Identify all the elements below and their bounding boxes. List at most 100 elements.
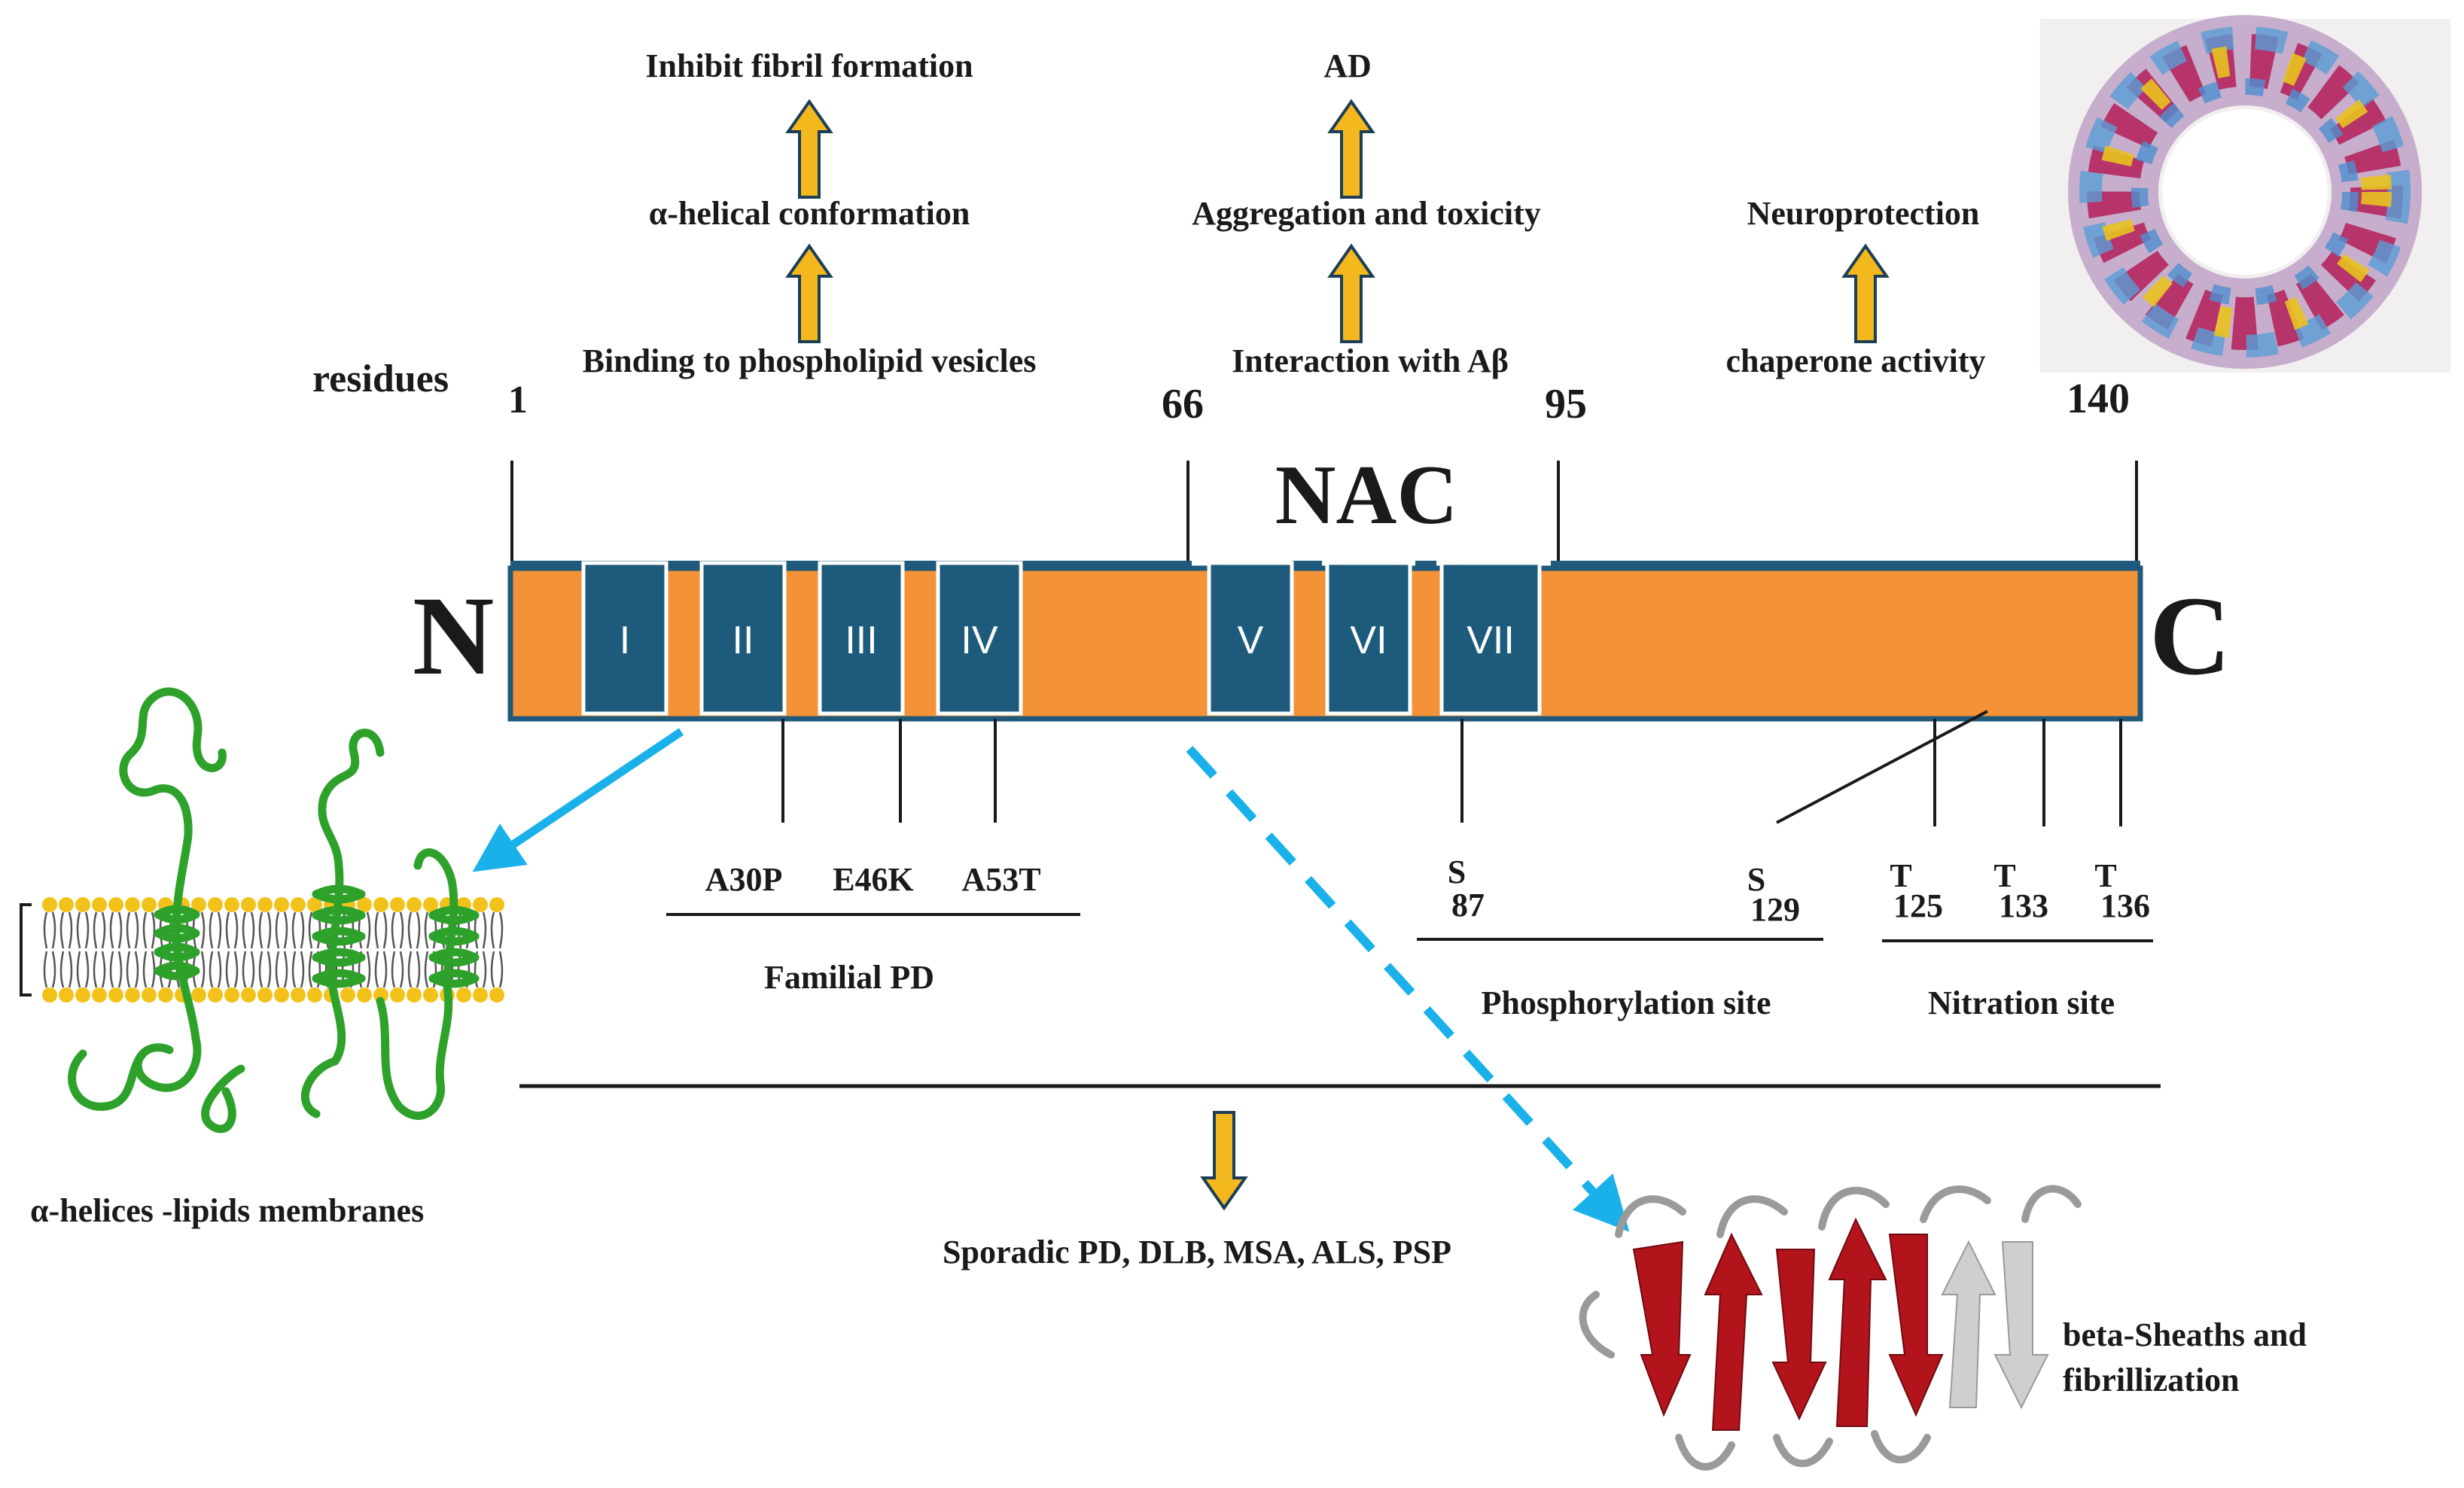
down-arrow-icon (1200, 1111, 1248, 1211)
up-arrow-icon (785, 243, 833, 343)
beta-sheets-label-line2: fibrillization (2063, 1362, 2240, 1398)
label-chaperone: chaperone activity (1725, 342, 1985, 379)
lipid-head (257, 897, 273, 912)
beta-sheets-label-line1: beta-Sheaths and (2063, 1316, 2307, 1353)
lipid-head (390, 897, 405, 912)
lipid-tail (225, 911, 239, 949)
lipid-head (42, 987, 57, 1003)
lipid-head (489, 987, 504, 1003)
svg-text:II: II (732, 619, 754, 662)
residue-140: 140 (2067, 376, 2130, 422)
site-t136-number: 136 (2100, 887, 2150, 924)
nac-label: NAC (1275, 449, 1458, 542)
lipid-tail (142, 951, 156, 988)
lipid-tail (59, 951, 73, 988)
lipid-head (307, 987, 322, 1003)
svg-text:VII: VII (1467, 619, 1515, 662)
lipid-tail (275, 911, 288, 949)
up-arrow-icon (1327, 99, 1375, 199)
lipid-tail (291, 951, 305, 988)
label-ad: AD (1323, 47, 1372, 84)
lipid-tail (209, 951, 222, 988)
residue-ticks (510, 461, 2138, 561)
nitration-ticks (1882, 719, 2153, 942)
mutation-e46k: E46K (833, 861, 914, 898)
site-t125-letter: T (1890, 857, 1911, 894)
label-neuroprotection: Neuroprotection (1747, 195, 1980, 232)
nitration-label: Nitration site (1928, 984, 2115, 1021)
lipid-head (108, 897, 123, 912)
label-binding-vesicles: Binding to phospholipid vesicles (583, 342, 1037, 379)
lipid-tail (374, 951, 388, 988)
residue-1: 1 (508, 379, 528, 421)
lipid-head (92, 897, 107, 912)
lipid-head (423, 897, 438, 912)
lipid-head (125, 897, 140, 912)
lipid-tail (126, 951, 139, 988)
lipid-tail (225, 951, 239, 988)
lipid-tail (407, 911, 421, 949)
lipid-head (357, 987, 372, 1003)
lipid-head (456, 987, 471, 1003)
lipid-tail (109, 911, 123, 949)
lipid-head (274, 987, 289, 1003)
lipid-head (75, 897, 90, 912)
lipid-head (373, 897, 388, 912)
svg-text:V: V (1238, 619, 1264, 662)
lipid-head (108, 987, 123, 1003)
site-s87-number: 87 (1451, 887, 1485, 924)
site-s87-letter: S (1448, 854, 1466, 890)
residue-95: 95 (1545, 381, 1587, 428)
lipid-tail (242, 911, 255, 949)
lipid-head (241, 987, 256, 1003)
mutation-a30p: A30P (705, 861, 783, 898)
up-arrow-icon (1841, 243, 1890, 343)
lipid-head (224, 897, 239, 912)
lipid-tail (93, 951, 106, 988)
svg-text:I: I (620, 619, 630, 662)
lipid-membrane-illustration (20, 687, 504, 1133)
lipid-tail (209, 911, 222, 949)
phosphorylation-label: Phosphorylation site (1481, 984, 1771, 1021)
domain-box: III (818, 561, 905, 716)
lipid-head (125, 987, 140, 1003)
svg-text:IV: IV (961, 619, 997, 662)
familial-pd-label: Familial PD (764, 959, 934, 996)
lipid-head (241, 897, 256, 912)
lipid-head (42, 897, 57, 912)
svg-text:III: III (845, 619, 877, 662)
lipid-head (75, 987, 90, 1003)
lipid-head (390, 987, 405, 1003)
svg-text:VI: VI (1350, 619, 1387, 662)
lipid-tail (258, 911, 272, 949)
lipid-tail (76, 951, 90, 988)
lipid-head (142, 987, 157, 1003)
lipid-tail (374, 911, 388, 949)
lipid-head (473, 897, 488, 912)
lipid-tail (490, 951, 504, 988)
lipid-head (208, 987, 223, 1003)
lipid-head (407, 897, 422, 912)
lipid-tail (109, 951, 123, 988)
up-arrow-icon (1327, 243, 1375, 343)
lipid-head (489, 897, 504, 912)
lipid-head (407, 987, 422, 1003)
beta-sheet-illustration (1579, 1185, 2082, 1471)
domain-box: IV (936, 561, 1023, 716)
domain-box: I (581, 561, 669, 716)
oligomer-structure-image (2040, 15, 2450, 373)
lipid-head (59, 987, 74, 1003)
site-t136-letter: T (2094, 857, 2116, 894)
lipid-head (307, 897, 322, 912)
site-t125-number: 125 (1893, 887, 1943, 924)
lipid-tail (242, 951, 255, 988)
lipid-tail (291, 911, 305, 949)
residue-66: 66 (1162, 381, 1204, 428)
residues-label: residues (312, 358, 449, 400)
lipid-tail (76, 911, 90, 949)
mutation-a53t: A53T (961, 861, 1040, 898)
lipid-tail (407, 951, 421, 988)
phospho-ticks (1417, 710, 1988, 941)
lipid-head (423, 987, 438, 1003)
